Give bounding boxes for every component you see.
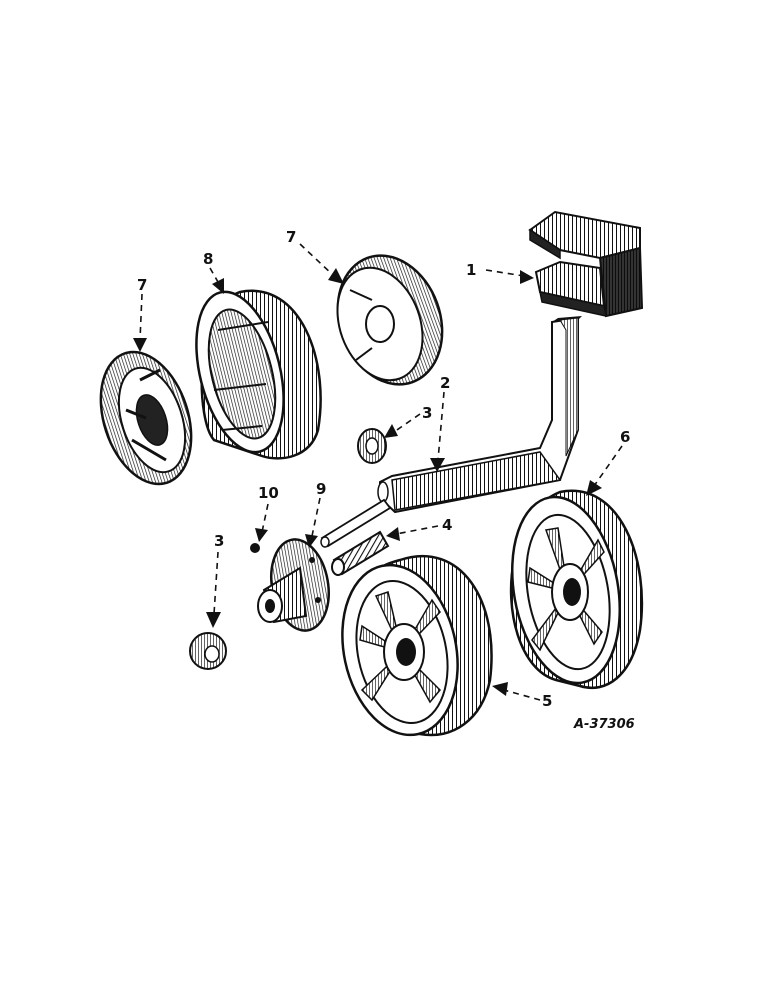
callout-9: 9 bbox=[316, 480, 326, 498]
upper-hub-cap-part bbox=[336, 254, 444, 386]
axle-arm-part bbox=[377, 316, 582, 514]
leader-line-2 bbox=[437, 391, 445, 461]
callout-2: 2 bbox=[440, 374, 450, 392]
arrowhead-1 bbox=[520, 270, 534, 284]
callout-7-upper: 7 bbox=[286, 228, 296, 246]
callout-7-left: 7 bbox=[137, 276, 147, 294]
arrowhead-7b bbox=[328, 268, 344, 284]
callout-5: 5 bbox=[542, 692, 552, 710]
arrowhead-10 bbox=[255, 528, 268, 542]
arrowhead-3a bbox=[206, 612, 221, 628]
left-small-nut-part bbox=[189, 632, 227, 670]
shaft-part bbox=[320, 498, 392, 548]
arrowhead-4 bbox=[386, 527, 400, 541]
leader-line-7a bbox=[139, 293, 143, 341]
leader-line-5 bbox=[503, 689, 541, 701]
callout-3-center: 3 bbox=[422, 404, 432, 422]
rear-wheel-part bbox=[509, 489, 644, 690]
leader-line-10 bbox=[261, 503, 269, 533]
arrowhead-3b bbox=[384, 424, 398, 438]
leader-lines bbox=[133, 243, 623, 701]
leader-line-6 bbox=[593, 445, 623, 487]
arrowhead-2 bbox=[430, 458, 445, 472]
arrowhead-8 bbox=[212, 278, 224, 294]
leader-line-9 bbox=[311, 497, 321, 537]
leader-line-1 bbox=[485, 269, 525, 277]
arrowhead-9 bbox=[305, 534, 318, 548]
pin-tube-part bbox=[331, 530, 390, 576]
small-screw-part bbox=[250, 543, 260, 553]
callout-10: 10 bbox=[258, 484, 279, 502]
tire-ring-part bbox=[195, 289, 322, 460]
leader-line-3a bbox=[213, 551, 219, 615]
callout-6: 6 bbox=[620, 428, 630, 446]
arrowhead-5 bbox=[492, 682, 508, 696]
callout-1: 1 bbox=[466, 261, 476, 279]
arrowhead-6 bbox=[586, 480, 602, 496]
leader-line-8 bbox=[209, 267, 219, 283]
callout-3-left: 3 bbox=[214, 532, 224, 550]
callout-4: 4 bbox=[442, 516, 452, 534]
leader-line-7b bbox=[299, 243, 335, 277]
u-bracket-part bbox=[528, 210, 644, 318]
callout-labels: 1 2 3 3 4 5 6 7 7 8 9 10 bbox=[137, 228, 630, 710]
arrowhead-7a bbox=[133, 338, 147, 352]
callout-8: 8 bbox=[203, 250, 213, 268]
left-hub-cap-part bbox=[99, 350, 193, 486]
center-small-nut-part bbox=[357, 428, 387, 464]
catalog-number: A-37306 bbox=[573, 717, 635, 732]
leader-line-3b bbox=[393, 413, 421, 433]
leader-line-4 bbox=[395, 525, 439, 535]
hub-flange-part bbox=[257, 538, 330, 632]
front-wheel-part bbox=[341, 554, 493, 737]
